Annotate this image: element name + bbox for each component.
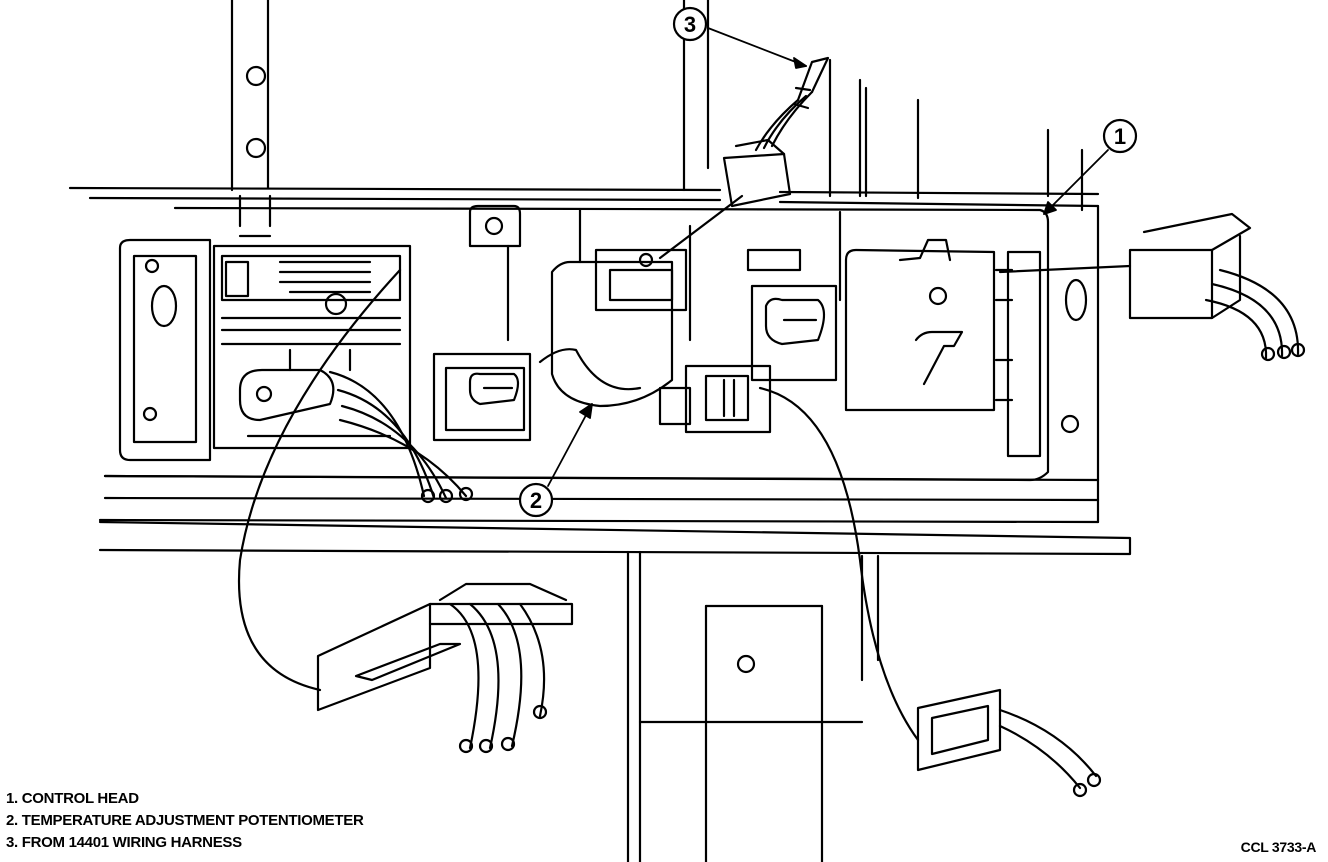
callout-2-label: 2 (530, 488, 542, 513)
legend-item-2: 2. TEMPERATURE ADJUSTMENT POTENTIOMETER (6, 812, 364, 829)
callout-leaders (547, 27, 1109, 487)
temperature-potentiometer (538, 224, 692, 408)
right-harness-connector (998, 212, 1306, 362)
lower-left-harness-connector (237, 268, 574, 754)
center-right-socket (746, 248, 838, 382)
control-head-right-housing (844, 238, 1088, 458)
center-lower-connector (658, 364, 772, 434)
legend: 1. CONTROL HEAD 2. TEMPERATURE ADJUSTMEN… (6, 788, 364, 854)
callout-1-label: 1 (1114, 124, 1126, 149)
callout-3: 3 (672, 6, 708, 42)
legend-item-1: 1. CONTROL HEAD (6, 790, 139, 807)
top-harness-connector (658, 56, 830, 260)
legend-item-3: 3. FROM 14401 WIRING HARNESS (6, 834, 242, 851)
control-head-left-housing (118, 194, 412, 462)
figure-id: CCL 3733-A (1240, 839, 1317, 855)
instrument-panel-bracket (98, 204, 1132, 556)
callout-3-label: 3 (684, 12, 696, 37)
callout-1: 1 (1102, 118, 1138, 154)
upper-panel (68, 0, 1100, 212)
cable-bundle-left (328, 370, 474, 504)
center-left-socket (432, 204, 532, 442)
lower-support (626, 550, 880, 862)
callout-2: 2 (518, 482, 554, 518)
lower-right-harness-connector (758, 386, 1102, 798)
mounting-hole-icon (245, 65, 267, 159)
